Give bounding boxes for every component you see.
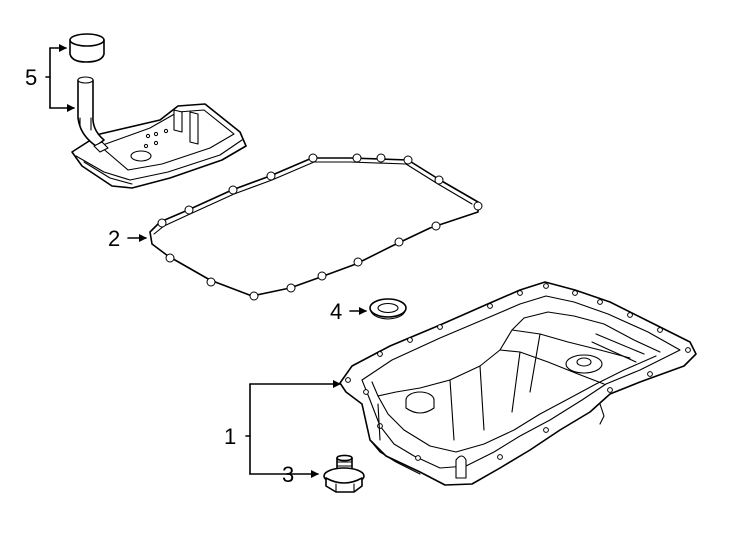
gasket-tab (157, 153, 483, 301)
transmission-oil-pan (339, 281, 697, 486)
callout-2: 2 (108, 226, 120, 251)
callout-1: 1 (224, 424, 236, 449)
pan-gasket (149, 153, 483, 301)
filter-assembly (69, 33, 247, 189)
callout-1-leader (245, 380, 341, 478)
callout-5-leader (45, 44, 75, 112)
drain-plug (323, 454, 365, 493)
callout-3: 3 (282, 462, 294, 487)
drain-plug-washer (369, 298, 407, 320)
callout-5: 5 (25, 65, 37, 90)
callout-4: 4 (330, 299, 342, 324)
